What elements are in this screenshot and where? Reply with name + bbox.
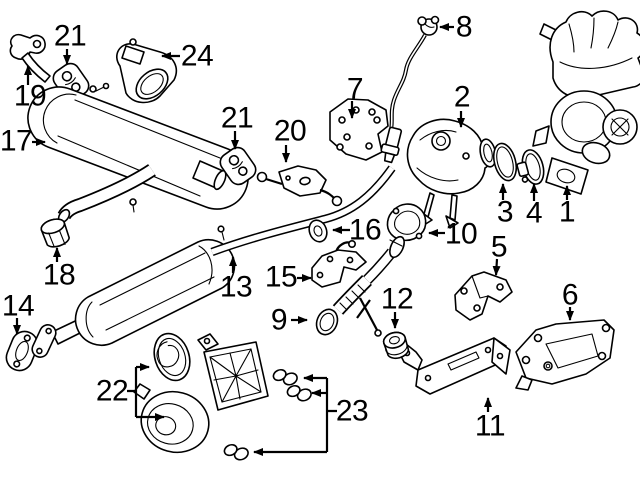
part-15-bracket-drawing: [311, 240, 367, 288]
callout-2[interactable]: 2: [454, 81, 471, 128]
callout-20[interactable]: 20: [274, 115, 307, 163]
part-12-bushing-drawing: [382, 331, 410, 360]
callout-18-label[interactable]: 18: [43, 259, 76, 292]
callout-5-label[interactable]: 5: [491, 231, 508, 264]
callout-2-label[interactable]: 2: [454, 81, 471, 114]
part-5-bracket-drawing: [454, 271, 513, 321]
callout-7-label[interactable]: 7: [347, 73, 364, 106]
callout-13[interactable]: 13: [220, 256, 253, 304]
callout-1-label[interactable]: 1: [559, 196, 576, 229]
callout-23-leader: [325, 378, 337, 452]
part-20-hanger-bracket-drawing: [256, 165, 343, 207]
callout-21-top-label[interactable]: 21: [54, 20, 87, 53]
callout-4[interactable]: 4: [526, 183, 543, 230]
callout-14-label[interactable]: 14: [2, 290, 35, 323]
callout-22[interactable]: 22: [96, 363, 165, 421]
part-22-actuator-drawing: [133, 332, 269, 454]
callout-21-top[interactable]: 21: [54, 20, 87, 65]
callout-17-label[interactable]: 17: [0, 125, 33, 158]
callout-19[interactable]: 19: [14, 65, 47, 113]
part-9-flex-pipe-drawing: [315, 235, 405, 337]
callout-23-label[interactable]: 23: [336, 395, 369, 428]
part-16-grommet-drawing: [308, 219, 328, 243]
callout-19-label[interactable]: 19: [14, 80, 47, 113]
callout-9[interactable]: 9: [271, 304, 308, 337]
part-17-muffler-drawing: [27, 82, 249, 224]
callout-20-label[interactable]: 20: [274, 115, 307, 148]
part-14-gasket-drawing: [5, 330, 39, 372]
callout-1[interactable]: 1: [559, 185, 576, 229]
callout-13-label[interactable]: 13: [220, 271, 253, 304]
callout-23[interactable]: 23: [253, 374, 369, 456]
callout-4-label[interactable]: 4: [526, 197, 543, 230]
callout-8[interactable]: 8: [439, 11, 473, 44]
part-7-mounting-plate-drawing: [329, 98, 389, 161]
part-6-bracket-drawing: [515, 319, 615, 391]
part-3-gasket-ring-drawing: [492, 142, 518, 182]
callout-14[interactable]: 14: [2, 290, 35, 335]
callout-17[interactable]: 17: [0, 125, 46, 158]
callout-3[interactable]: 3: [497, 183, 514, 229]
part-10-gasket-drawing: [386, 203, 427, 242]
callout-16[interactable]: 16: [332, 214, 382, 247]
callout-5-arrow: [492, 258, 501, 276]
part-2-catalytic-converter-drawing: [406, 118, 497, 229]
part-1-turbo-manifold-drawing: [532, 10, 640, 195]
callout-22-label[interactable]: 22: [96, 375, 129, 408]
callout-8-label[interactable]: 8: [456, 11, 473, 44]
callout-15[interactable]: 15: [265, 261, 312, 294]
callout-10[interactable]: 10: [428, 218, 478, 251]
callout-11-label[interactable]: 11: [475, 410, 506, 443]
callout-12[interactable]: 12: [381, 283, 414, 329]
callout-18[interactable]: 18: [43, 247, 76, 292]
callout-15-label[interactable]: 15: [265, 261, 298, 294]
callout-12-label[interactable]: 12: [381, 283, 414, 316]
callout-6[interactable]: 6: [562, 279, 579, 321]
callout-9-label[interactable]: 9: [271, 304, 288, 337]
part-13-resonator-pipe-drawing: [31, 165, 396, 358]
callout-21-center-label[interactable]: 21: [221, 102, 254, 135]
callout-11[interactable]: 11: [475, 397, 506, 443]
part-8-oxygen-sensor-drawing: [380, 15, 440, 164]
part-23-plugs-drawing: [223, 368, 312, 461]
part-21b-insulator-drawing: [219, 146, 257, 186]
part-11-bracket-drawing: [397, 337, 511, 395]
callout-3-label[interactable]: 3: [497, 196, 514, 229]
callout-7[interactable]: 7: [347, 73, 364, 119]
callout-24-label[interactable]: 24: [181, 40, 214, 73]
part-19-bracket-drawing: [9, 33, 51, 83]
callout-21-center[interactable]: 21: [221, 102, 254, 150]
part-4-clamp-drawing: [516, 149, 545, 185]
callout-16-label[interactable]: 16: [349, 214, 382, 247]
callout-24[interactable]: 24: [161, 40, 214, 73]
callout-6-label[interactable]: 6: [562, 279, 579, 312]
part-24-exhaust-tip-drawing: [116, 38, 178, 104]
callout-22-leader: [127, 367, 138, 417]
callout-10-label[interactable]: 10: [445, 218, 478, 251]
callout-5[interactable]: 5: [491, 231, 508, 276]
part-18-sleeve-drawing: [40, 218, 70, 248]
